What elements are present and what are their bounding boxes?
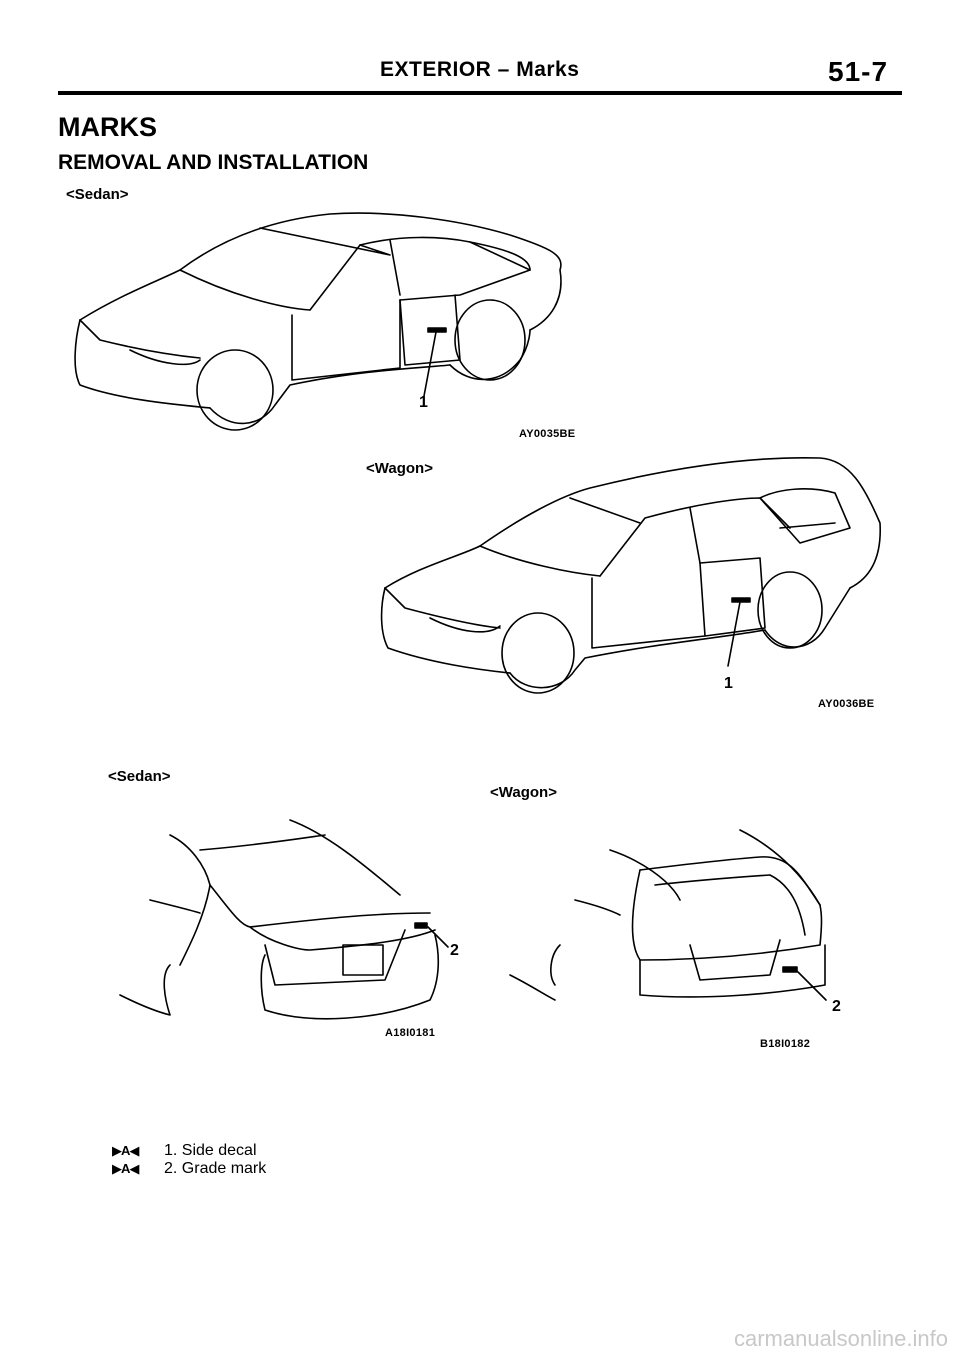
wagon-side-illustration	[380, 456, 881, 694]
legend-text: 2. Grade mark	[164, 1160, 267, 1177]
wagon-side-callout: 1	[724, 675, 733, 692]
page-number: 51-7	[828, 56, 889, 87]
legend-text: 1. Side decal	[164, 1142, 257, 1159]
sedan-side-label: <Sedan>	[66, 186, 129, 203]
wagon-rear-illustration	[509, 829, 827, 1001]
legend-item: ▶A◀ 1. Side decal	[112, 1142, 266, 1160]
header-rule	[58, 91, 902, 95]
page-header-title: EXTERIOR – Marks	[380, 58, 580, 81]
sedan-side-callout: 1	[419, 394, 428, 411]
sedan-rear-callout: 2	[450, 942, 459, 959]
sedan-rear-illustration	[119, 819, 449, 1020]
service-point-symbol: ▶A◀	[112, 1143, 139, 1158]
sedan-rear-figure-code: A18I0181	[385, 1027, 436, 1039]
section-subtitle: REMOVAL AND INSTALLATION	[58, 151, 369, 174]
sedan-side-figure-code: AY0035BE	[519, 428, 576, 440]
section-title: MARKS	[58, 112, 157, 142]
wagon-rear-label: <Wagon>	[490, 784, 557, 801]
parts-legend: ▶A◀ 1. Side decal ▶A◀ 2. Grade mark	[112, 1142, 266, 1178]
service-point-symbol: ▶A◀	[112, 1161, 139, 1176]
sedan-rear-label: <Sedan>	[108, 768, 171, 785]
site-watermark: carmanualsonline.info	[733, 1326, 948, 1351]
sedan-side-illustration	[74, 212, 562, 431]
wagon-rear-figure-code: B18I0182	[760, 1038, 811, 1050]
wagon-rear-callout: 2	[832, 998, 841, 1015]
wagon-side-figure-code: AY0036BE	[818, 698, 875, 710]
wagon-side-label: <Wagon>	[366, 460, 433, 477]
legend-item: ▶A◀ 2. Grade mark	[112, 1160, 266, 1178]
